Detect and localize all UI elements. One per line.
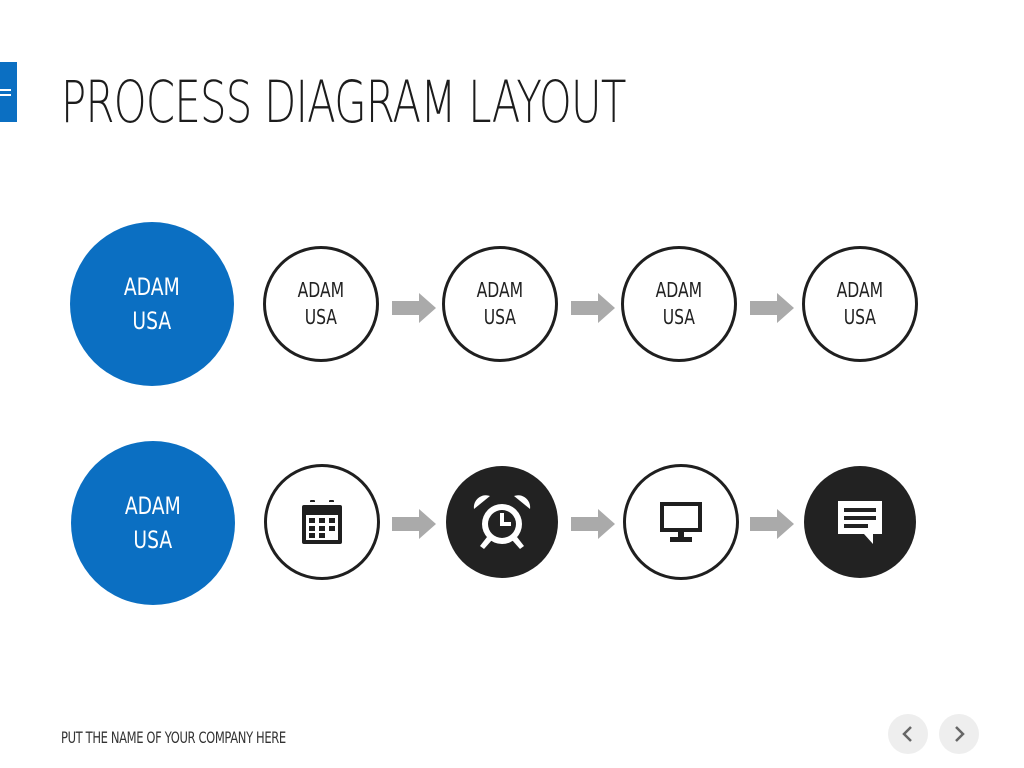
monitor-icon <box>660 502 702 542</box>
main-node-row2-line1: ADAM <box>125 492 181 520</box>
prev-slide-button[interactable] <box>888 714 928 754</box>
menu-icon <box>0 89 11 99</box>
chevron-left-icon <box>902 726 912 742</box>
step-node-row2-2 <box>446 466 558 578</box>
main-node-row1-line1: ADAM <box>124 273 180 301</box>
main-node-row2: ADAM USA <box>71 441 235 605</box>
step-node-row2-4 <box>804 466 916 578</box>
calendar-icon <box>302 500 342 544</box>
step-node-row1-3: ADAM USA <box>621 246 737 362</box>
step-label-line2: USA <box>483 305 517 329</box>
arrow-right-icon <box>750 293 794 323</box>
page-title: PROCESS DIAGRAM LAYOUT <box>61 68 626 136</box>
alarm-clock-icon <box>473 495 531 549</box>
company-name-footer: PUT THE NAME OF YOUR COMPANY HERE <box>61 728 286 747</box>
main-node-row1-line2: USA <box>132 307 172 335</box>
arrow-right-icon <box>392 293 436 323</box>
step-node-row1-4: ADAM USA <box>802 246 918 362</box>
chevron-right-icon <box>955 726 965 742</box>
step-node-row1-2: ADAM USA <box>442 246 558 362</box>
arrow-right-icon <box>571 509 615 539</box>
menu-tab[interactable] <box>0 62 17 122</box>
step-label-line2: USA <box>843 305 877 329</box>
step-label-line2: USA <box>662 305 696 329</box>
step-label-line1: ADAM <box>655 278 703 302</box>
step-label-line1: ADAM <box>476 278 524 302</box>
arrow-right-icon <box>750 509 794 539</box>
next-slide-button[interactable] <box>939 714 979 754</box>
chat-icon <box>838 501 882 544</box>
arrow-right-icon <box>392 509 436 539</box>
step-label-line1: ADAM <box>836 278 884 302</box>
arrow-right-icon <box>571 293 615 323</box>
step-label-line2: USA <box>304 305 338 329</box>
step-node-row1-1: ADAM USA <box>263 246 379 362</box>
main-node-row1: ADAM USA <box>70 222 234 386</box>
main-node-row2-line2: USA <box>133 526 173 554</box>
step-node-row2-3 <box>623 464 739 580</box>
step-node-row2-1 <box>264 464 380 580</box>
step-label-line1: ADAM <box>297 278 345 302</box>
